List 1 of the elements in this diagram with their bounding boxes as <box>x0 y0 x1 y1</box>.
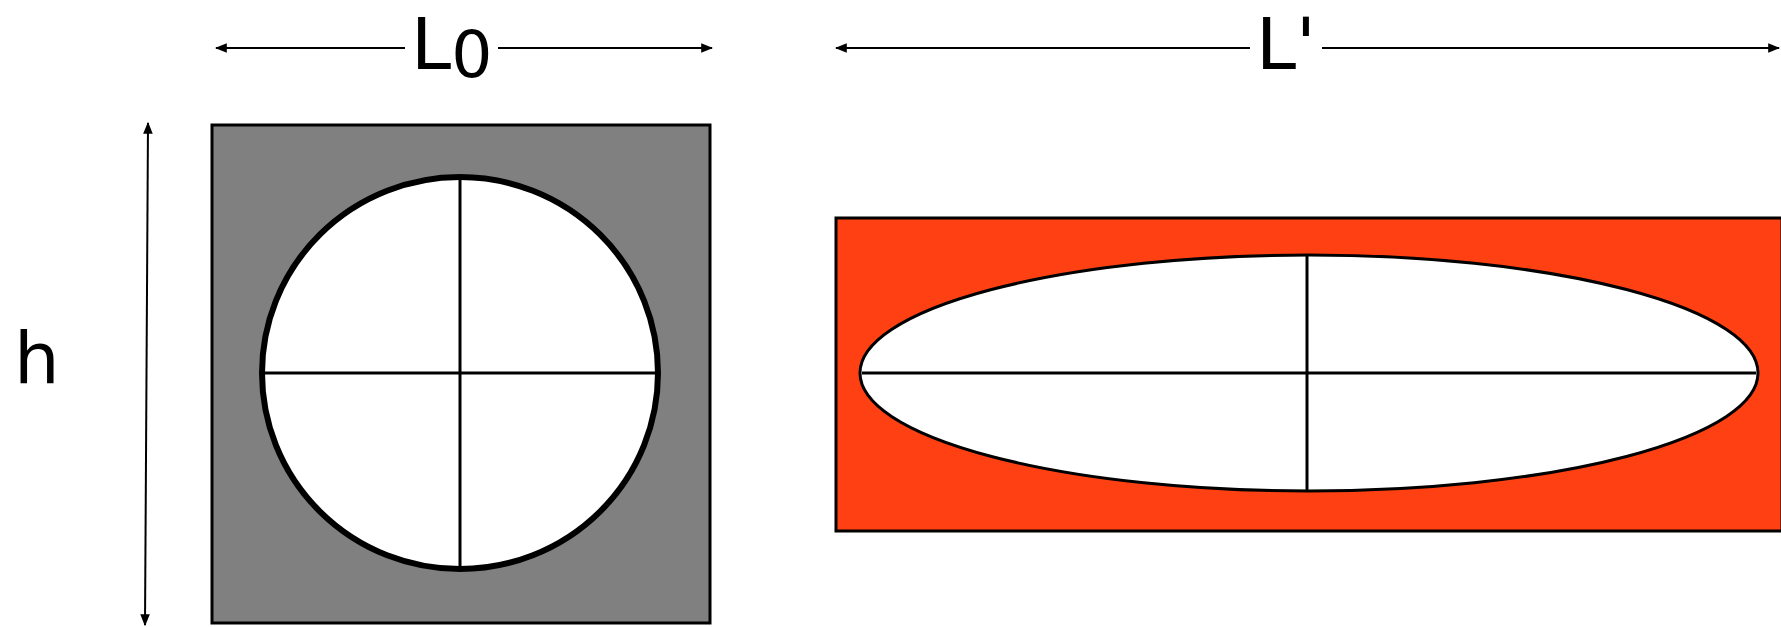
dimension-label: h <box>13 322 61 394</box>
